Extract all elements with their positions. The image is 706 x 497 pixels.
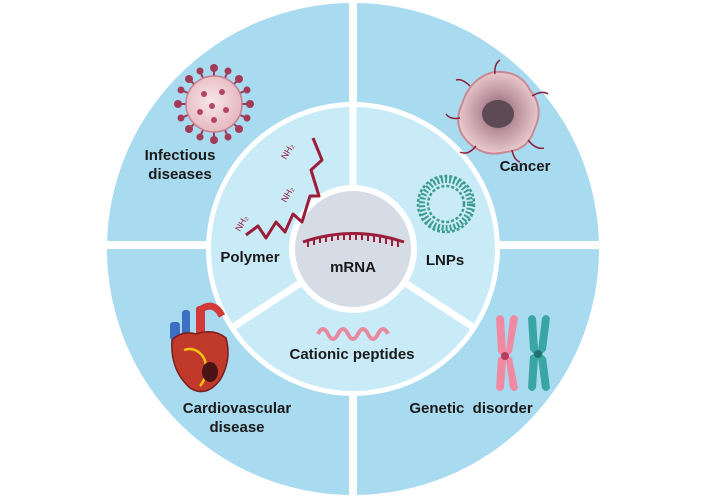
infectious-label-line2: diseases — [148, 166, 211, 183]
genetic-disorder-label: Genetic disorder — [409, 400, 533, 417]
lipid-nanoparticle-icon — [416, 174, 476, 234]
heart-icon — [170, 302, 229, 393]
polymer-label: Polymer — [220, 249, 279, 266]
cardiovascular-label-line2: disease — [209, 419, 264, 436]
cancer-label: Cancer — [500, 158, 551, 175]
cardiovascular-label-line1: Cardiovascular — [183, 400, 292, 417]
virus-icon — [174, 64, 254, 144]
tumor-cell-icon — [445, 59, 549, 163]
mrna-strand-icon — [302, 232, 405, 247]
cationic-peptides-label: Cationic peptides — [289, 346, 414, 363]
peptide-helix-icon — [316, 327, 390, 341]
chromosome-icon — [496, 315, 550, 391]
infectious-label-line1: Infectious — [145, 147, 216, 164]
lnps-label: LNPs — [426, 252, 464, 269]
center-label: mRNA — [330, 259, 376, 276]
